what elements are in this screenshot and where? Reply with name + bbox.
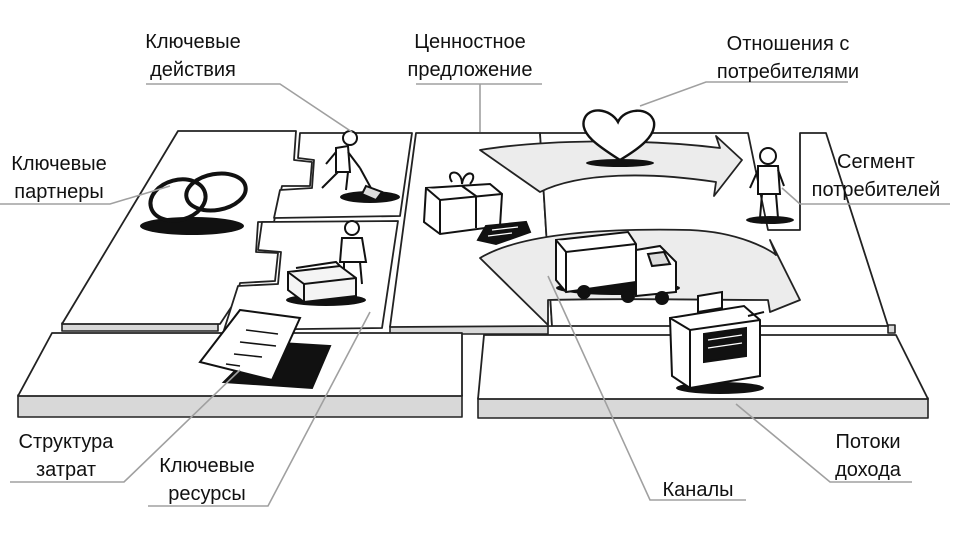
label-line: партнеры <box>14 181 104 203</box>
label-line: Ключевые <box>159 455 255 477</box>
tile-sides <box>17 322 929 419</box>
money-pile-icon <box>286 260 366 306</box>
rings-icon <box>140 171 248 235</box>
label-line: ресурсы <box>168 483 246 505</box>
label-channels: Каналы <box>648 476 748 504</box>
label-revenue-streams: Потоки дохода <box>820 428 916 484</box>
leader-cost-structure <box>10 369 241 483</box>
heart-icon <box>582 109 656 167</box>
leader-lines <box>0 81 950 507</box>
label-customer-relationships: Отношения с потребителями <box>696 30 880 86</box>
digging-person-icon <box>321 130 400 203</box>
label-cost-structure: Структура затрат <box>4 428 128 484</box>
leader-revenue-streams <box>735 403 912 483</box>
label-line: дохода <box>835 459 901 481</box>
standing-person-icon <box>746 147 794 224</box>
document-icon <box>198 308 332 390</box>
leader-key-resources <box>148 311 371 507</box>
label-customer-segments: Сегмент потребителей <box>796 148 956 204</box>
leader-value-proposition <box>416 83 542 132</box>
label-line: Ключевые <box>11 153 107 175</box>
tile-tops <box>17 130 929 400</box>
leader-channels <box>547 275 746 501</box>
label-line: Сегмент <box>837 151 915 173</box>
truck-icon <box>555 230 680 305</box>
label-line: Отношения с <box>726 33 850 55</box>
person-icon <box>338 220 368 285</box>
label-key-partners: Ключевые партнеры <box>0 150 118 206</box>
label-line: Ключевые <box>145 31 241 53</box>
label-line: Потоки <box>835 431 901 453</box>
leader-key-activities <box>146 83 353 133</box>
laptop-icon <box>476 220 532 246</box>
leader-customer-segments <box>781 187 950 205</box>
cash-register-icon <box>668 290 765 394</box>
label-key-activities: Ключевые действия <box>118 28 268 84</box>
leader-customer-relationships <box>639 81 848 107</box>
label-line: потребителями <box>716 61 860 83</box>
label-line: Каналы <box>662 479 734 501</box>
label-line: затрат <box>36 459 96 481</box>
label-line: действия <box>150 59 236 81</box>
label-line: потребителей <box>811 179 941 201</box>
label-line: Ценностное <box>414 31 526 53</box>
label-line: предложение <box>407 59 533 81</box>
leader-key-partners <box>0 185 171 205</box>
label-value-proposition: Ценностное предложение <box>390 28 550 84</box>
label-line: Структура <box>18 431 114 453</box>
label-key-resources: Ключевые ресурсы <box>142 452 272 508</box>
